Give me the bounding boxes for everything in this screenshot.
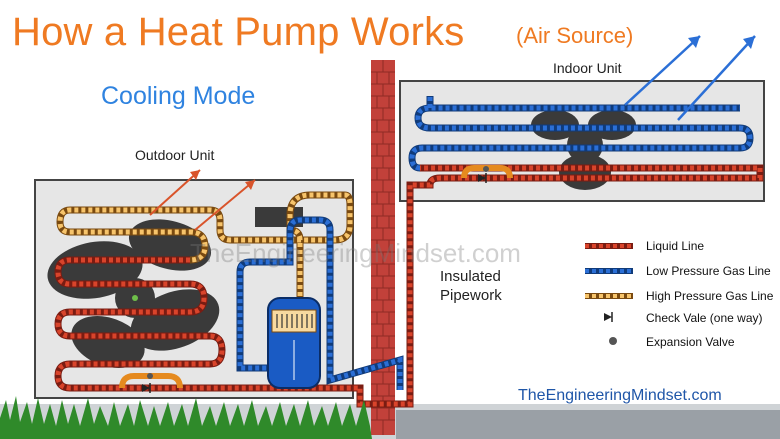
warm-air-arrows: [149, 169, 256, 231]
legend-check-valve: Check Vale (one way): [646, 311, 763, 325]
mode-label: Cooling Mode: [101, 82, 256, 110]
outdoor-unit-label: Outdoor Unit: [135, 147, 215, 163]
legend-low-pressure-gas-line: Low Pressure Gas Line: [646, 264, 771, 278]
outdoor-expansion-valve-icon: [147, 373, 153, 379]
site-credit: TheEngineeringMindset.com: [518, 387, 722, 404]
legend-high-pressure-gas-line: High Pressure Gas Line: [646, 289, 774, 303]
indoor-expansion-valve-icon: [483, 166, 489, 172]
liquid-line: [55, 165, 763, 407]
grass: [0, 396, 372, 439]
watermark: TheEngineeringMindset.com: [190, 238, 521, 268]
indoor-check-valve-icon: [478, 173, 487, 183]
outdoor-check-valve-icon: [142, 383, 151, 393]
page-title: How a Heat Pump Works: [12, 10, 465, 54]
indoor-unit-label: Indoor Unit: [553, 60, 622, 76]
compressor: [267, 297, 321, 389]
pipework-label-line1: Insulated: [440, 268, 501, 285]
brick-wall: [371, 60, 395, 435]
high-pressure-gas-line: [57, 192, 353, 352]
legend-swatches: [585, 243, 633, 345]
low-pressure-gas-line: [237, 96, 753, 390]
legend-liquid-line: Liquid Line: [646, 239, 705, 253]
pipework-label-line2: Pipework: [440, 287, 502, 304]
indoor-floor: [396, 410, 780, 439]
page-subtitle: (Air Source): [516, 23, 634, 48]
legend-expansion-valve: Expansion Valve: [646, 335, 735, 349]
cool-air-arrows: [624, 35, 756, 121]
